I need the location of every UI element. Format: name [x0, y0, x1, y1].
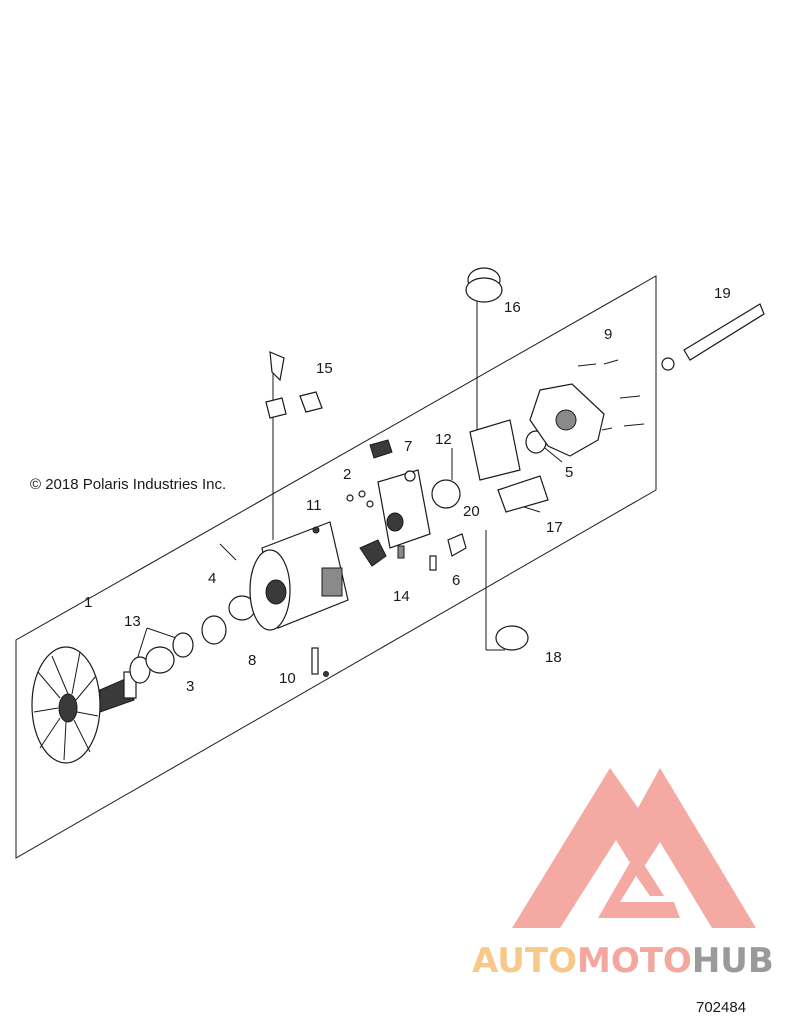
spider-plate-part: [529, 383, 605, 457]
movable-sheave-part: [249, 521, 349, 631]
watermark-auto: AUTO: [472, 941, 577, 981]
spider-part: [346, 439, 467, 571]
callout-labels: 1 2 3 4 5 6 7 8 9 10 11 12 13 14 15 16 1…: [84, 285, 731, 695]
fixed-sheave-part: [31, 646, 137, 764]
logo-inner-mark-icon: [598, 852, 680, 918]
callout-13: 13: [124, 613, 141, 630]
bolts-part: [577, 303, 765, 431]
watermark-hub: HUB: [692, 941, 774, 981]
bushings-part: [201, 595, 256, 645]
svg-text:AUTOMOTOHUB: AUTOMOTOHUB: [472, 941, 774, 981]
callout-3: 3: [186, 678, 194, 695]
callout-11: 11: [306, 497, 322, 514]
pins-part: [219, 526, 329, 677]
callout-20: 20: [463, 503, 480, 520]
callout-17: 17: [546, 519, 563, 536]
callout-2: 2: [343, 466, 351, 483]
callout-15: 15: [316, 360, 333, 377]
copyright-text: © 2018 Polaris Industries Inc.: [30, 476, 226, 493]
flyweights-part: [265, 351, 323, 419]
assembly-boundary: [15, 275, 657, 859]
callout-10: 10: [279, 670, 296, 687]
callout-4: 4: [208, 570, 216, 587]
callout-14: 14: [393, 588, 410, 605]
logo-triangle-icon: [512, 768, 756, 928]
callout-9: 9: [604, 326, 612, 343]
callout-7: 7: [404, 438, 412, 455]
callout-19: 19: [714, 285, 731, 302]
watermark-moto: MOTO: [577, 941, 692, 981]
callout-8: 8: [248, 652, 256, 669]
callout-18: 18: [545, 649, 562, 666]
callout-12: 12: [435, 431, 452, 448]
figure-number: 702484: [696, 999, 746, 1016]
automotohub-logo: AUTOMOTOHUB: [472, 768, 774, 981]
callout-6: 6: [452, 572, 460, 589]
cover-part: [431, 267, 549, 651]
shim-rings-part: [129, 632, 194, 684]
callout-16: 16: [504, 299, 521, 316]
callout-1: 1: [84, 594, 92, 611]
callout-5: 5: [565, 464, 573, 481]
